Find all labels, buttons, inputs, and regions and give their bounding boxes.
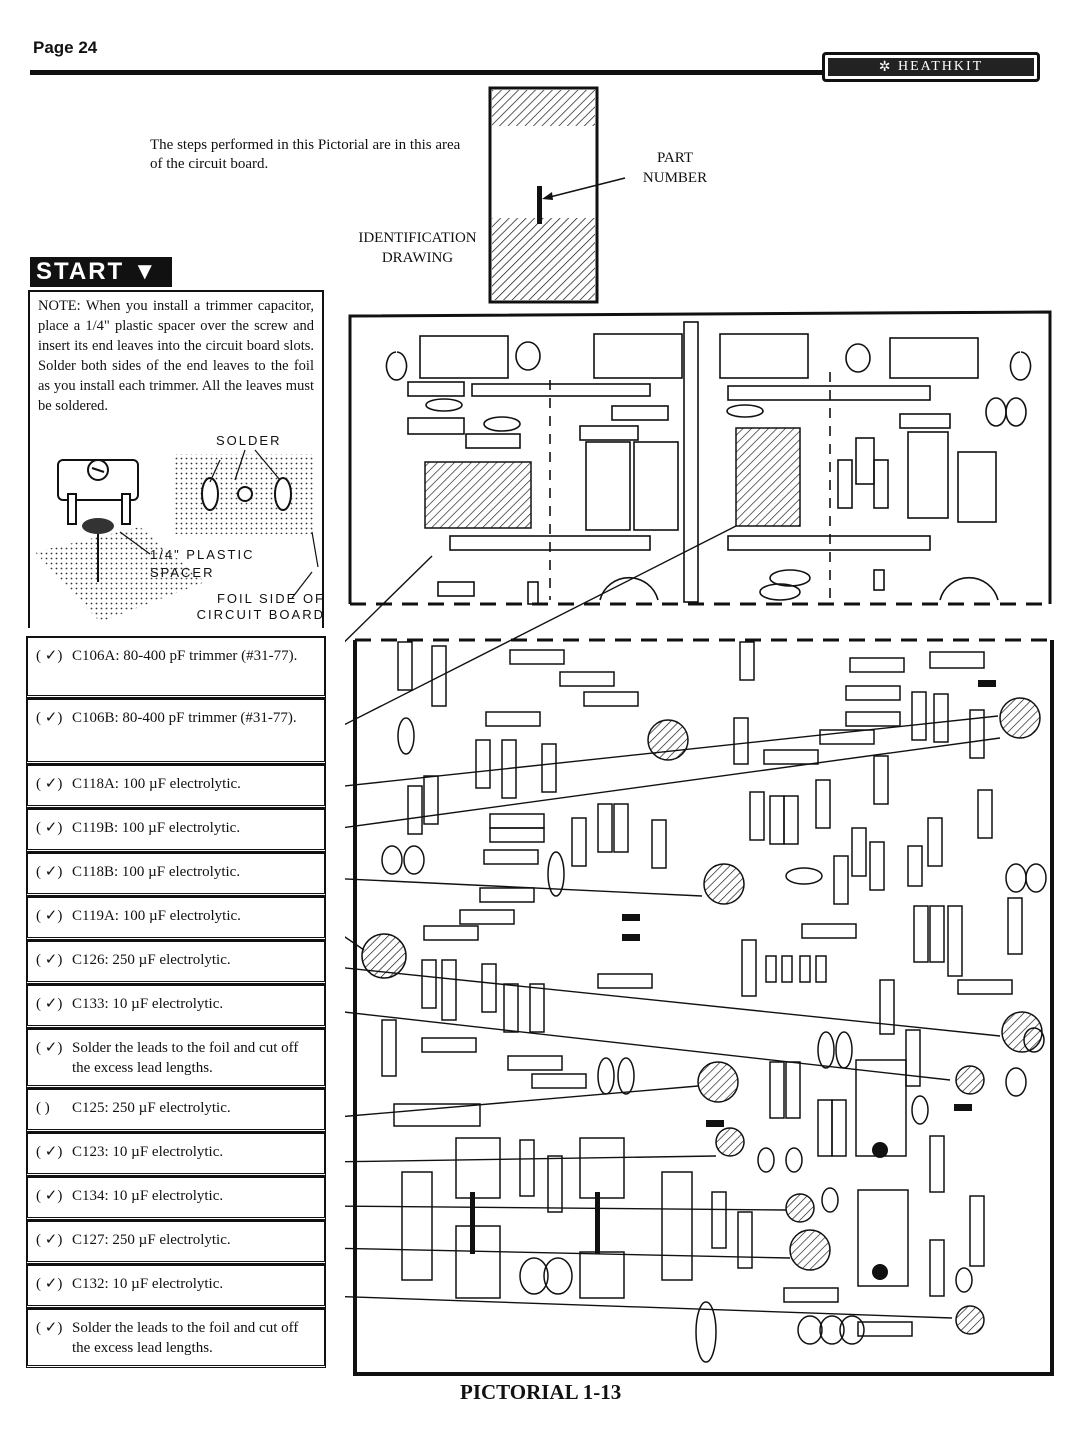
solder-label: SOLDER bbox=[216, 433, 282, 448]
step-text: C125: 250 µF electrolytic. bbox=[72, 1100, 231, 1116]
step-text: C132: 10 µF electrolytic. bbox=[72, 1276, 224, 1292]
trimmer-illustration bbox=[35, 449, 319, 622]
checkbox[interactable]: ( ✓) bbox=[36, 1276, 63, 1292]
note-box: NOTE: When you install a trimmer capacit… bbox=[28, 290, 324, 628]
checkbox[interactable]: ( ) bbox=[36, 1100, 50, 1116]
checkbox[interactable]: ( ✓) bbox=[36, 952, 63, 968]
step-text: C119B: 100 µF electrolytic. bbox=[72, 820, 241, 836]
step-text: Solder the leads to the foil and cut off… bbox=[72, 1040, 299, 1076]
step-text: C126: 250 µF electrolytic. bbox=[72, 952, 231, 968]
step-item[interactable]: ( ✓) C118B: 100 µF electrolytic. bbox=[26, 852, 326, 896]
arrow-down-icon: ▼ bbox=[132, 258, 159, 285]
step-item[interactable]: ( ✓) C119B: 100 µF electrolytic. bbox=[26, 808, 326, 852]
step-item[interactable]: ( ✓) C134: 10 µF electrolytic. bbox=[26, 1176, 326, 1220]
intro-text: The steps performed in this Pictorial ar… bbox=[150, 137, 461, 172]
step-text: C106B: 80-400 pF trimmer (#31-77). bbox=[72, 710, 297, 726]
step-text: C118A: 100 µF electrolytic. bbox=[72, 776, 241, 792]
step-text: C127: 250 µF electrolytic. bbox=[72, 1232, 231, 1248]
circuit-board-diagram bbox=[345, 310, 1054, 1376]
step-item[interactable]: ( ✓) C118A: 100 µF electrolytic. bbox=[26, 764, 326, 808]
step-text: C106A: 80-400 pF trimmer (#31-77). bbox=[72, 648, 298, 664]
brand-text: HEATHKIT bbox=[898, 59, 984, 74]
checkbox[interactable]: ( ✓) bbox=[36, 1188, 63, 1204]
step-text: C134: 10 µF electrolytic. bbox=[72, 1188, 224, 1204]
step-list: ( ✓) C106A: 80-400 pF trimmer (#31-77). (… bbox=[26, 636, 326, 1368]
step-item[interactable]: ( ✓) C127: 250 µF electrolytic. bbox=[26, 1220, 326, 1264]
checkbox[interactable]: ( ✓) bbox=[36, 1144, 63, 1160]
checkbox[interactable]: ( ✓) bbox=[36, 864, 63, 880]
checkbox[interactable]: ( ✓) bbox=[36, 1320, 63, 1336]
checkbox[interactable]: ( ✓) bbox=[36, 1040, 63, 1056]
checkbox[interactable]: ( ✓) bbox=[36, 776, 63, 792]
step-item[interactable]: ( ✓) C106A: 80-400 pF trimmer (#31-77). bbox=[26, 636, 326, 698]
page-number: Page 24 bbox=[33, 38, 98, 57]
step-text: C119A: 100 µF electrolytic. bbox=[72, 908, 241, 924]
step-text: Solder the leads to the foil and cut off… bbox=[72, 1320, 299, 1356]
identification-drawing bbox=[488, 86, 599, 304]
step-text: C118B: 100 µF electrolytic. bbox=[72, 864, 241, 880]
brand-logo: ✲ HEATHKIT bbox=[822, 52, 1040, 82]
step-item[interactable]: ( ✓) C126: 250 µF electrolytic. bbox=[26, 940, 326, 984]
step-item[interactable]: ( ✓) Solder the leads to the foil and cut… bbox=[26, 1308, 326, 1368]
checkbox[interactable]: ( ✓) bbox=[36, 648, 63, 664]
note-text: NOTE: When you install a trimmer capacit… bbox=[38, 298, 314, 414]
foil-side-label: FOIL SIDE OF CIRCUIT BOARD bbox=[196, 591, 325, 622]
part-number-arrow bbox=[542, 177, 626, 200]
atom-icon: ✲ bbox=[878, 59, 898, 75]
identification-drawing-label: IDENTIFICATION DRAWING bbox=[358, 230, 477, 266]
step-item[interactable]: ( ) C125: 250 µF electrolytic. bbox=[26, 1088, 326, 1132]
step-item[interactable]: ( ✓) C119A: 100 µF electrolytic. bbox=[26, 896, 326, 940]
checkbox[interactable]: ( ✓) bbox=[36, 820, 63, 836]
step-item[interactable]: ( ✓) C106B: 80-400 pF trimmer (#31-77). bbox=[26, 698, 326, 764]
step-text: C123: 10 µF electrolytic. bbox=[72, 1144, 224, 1160]
step-text: C133: 10 µF electrolytic. bbox=[72, 996, 224, 1012]
checkbox[interactable]: ( ✓) bbox=[36, 1232, 63, 1248]
start-banner: START ▼ bbox=[30, 257, 172, 287]
step-item[interactable]: ( ✓) C123: 10 µF electrolytic. bbox=[26, 1132, 326, 1176]
start-label: START bbox=[36, 258, 125, 285]
step-item[interactable]: ( ✓) Solder the leads to the foil and cut… bbox=[26, 1028, 326, 1088]
checkbox[interactable]: ( ✓) bbox=[36, 996, 63, 1012]
part-number-label: PART NUMBER bbox=[642, 150, 708, 186]
header-rule bbox=[30, 70, 830, 75]
checkbox[interactable]: ( ✓) bbox=[36, 908, 63, 924]
step-item[interactable]: ( ✓) C133: 10 µF electrolytic. bbox=[26, 984, 326, 1028]
pictorial-caption: PICTORIAL 1-13 bbox=[460, 1380, 622, 1404]
checkbox[interactable]: ( ✓) bbox=[36, 710, 63, 726]
step-item[interactable]: ( ✓) C132: 10 µF electrolytic. bbox=[26, 1264, 326, 1308]
spacer-label: 1/4" PLASTIC SPACER bbox=[150, 547, 255, 580]
